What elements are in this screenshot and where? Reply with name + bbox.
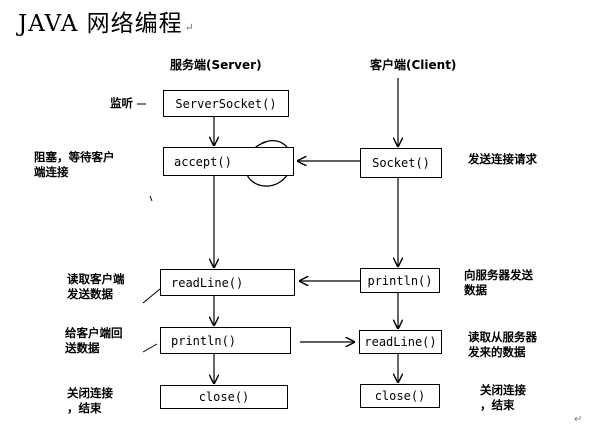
- note-block-line-1: 阻塞，等待客户: [34, 150, 115, 164]
- client-close-box: close(): [360, 384, 440, 408]
- note-connection-request: 发送连接请求: [468, 152, 537, 167]
- client-heading: 客户端(Client): [370, 58, 457, 72]
- note-server-close-line-1: 关闭连接: [67, 386, 113, 400]
- client-readline-box: readLine(): [359, 330, 442, 354]
- server-println-box: println(): [160, 327, 291, 354]
- note-send-line-1: 给客户端回: [65, 326, 123, 340]
- note-server-close: 关闭连接 ，结束: [67, 386, 113, 416]
- note-client-close-line-2: ，结束: [480, 398, 515, 412]
- pen-stroke: [149, 195, 153, 202]
- diagram-title-text: JAVA 网络编程: [18, 11, 183, 37]
- note-send-line-2: 送数据: [65, 341, 100, 355]
- note-read-line-1: 读取客户端: [67, 272, 125, 286]
- note-request-text: 发送连接请求: [468, 152, 537, 166]
- note-read-client-data: 读取客户端 发送数据: [67, 272, 125, 302]
- paragraph-end-icon: ↵: [574, 414, 583, 425]
- note-to-server-line-1: 向服务器发送: [464, 268, 533, 282]
- note-client-close: 关闭连接 ，结束: [480, 383, 526, 413]
- note-send-to-server: 向服务器发送 数据: [464, 268, 533, 298]
- note-client-close-line-1: 关闭连接: [480, 383, 526, 397]
- note-read-line-2: 发送数据: [67, 287, 113, 301]
- server-socket-box: ServerSocket(): [163, 90, 289, 117]
- socket-box: Socket(): [360, 148, 442, 178]
- pen-stroke: [142, 343, 158, 353]
- accept-box: accept(): [163, 147, 294, 176]
- note-listen: 监听: [110, 96, 133, 111]
- pen-stroke: [142, 288, 161, 304]
- server-readline-box: readLine(): [160, 269, 295, 296]
- note-from-server-line-1: 读取从服务器: [468, 330, 537, 344]
- paragraph-mark-icon: ↵: [184, 21, 195, 34]
- note-server-close-line-2: ，结束: [67, 401, 102, 415]
- note-read-from-server: 读取从服务器 发来的数据: [468, 330, 537, 360]
- note-listen-text: 监听: [110, 96, 133, 110]
- note-send-to-client: 给客户端回 送数据: [65, 326, 123, 356]
- client-println-box: println(): [360, 268, 440, 293]
- note-from-server-line-2: 发来的数据: [468, 345, 526, 359]
- note-block-waiting: 阻塞，等待客户 端连接: [34, 150, 115, 180]
- diagram-title: JAVA 网络编程↵: [18, 4, 195, 38]
- note-block-line-2: 端连接: [34, 165, 69, 179]
- server-close-box: close(): [160, 385, 288, 409]
- note-to-server-line-2: 数据: [464, 283, 487, 297]
- server-heading: 服务端(Server): [170, 58, 262, 72]
